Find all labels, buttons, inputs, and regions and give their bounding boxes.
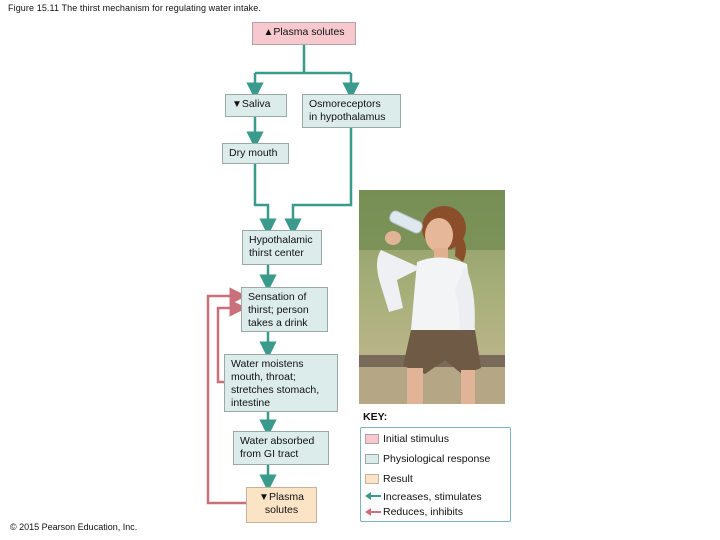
connector-drymouth-hypo (253, 164, 277, 236)
inhibit-plasma-sensation (206, 287, 247, 505)
box-plasma-solutes-increase: ▲Plasma solutes (252, 22, 356, 45)
box-water-moistens: Water moistens mouth, throat; stretches … (224, 354, 338, 412)
box-label: thirst; person (248, 304, 309, 316)
box-label: stretches stomach, (231, 384, 320, 396)
inhibit-moistens-sensation (216, 299, 247, 384)
box-label: mouth, throat; (231, 371, 296, 383)
box-plasma-solutes-decrease: ▼Plasma solutes (246, 487, 317, 523)
box-saliva-decrease: ▼Saliva (225, 94, 287, 117)
legend-arrows (365, 492, 381, 516)
box-label: Saliva (241, 98, 271, 110)
connector-plasma-split (255, 45, 351, 75)
legend-label: Physiological response (383, 453, 491, 465)
box-label: intestine (231, 397, 271, 409)
figure-caption: Figure 15.11 The thirst mechanism for re… (8, 3, 261, 13)
decrease-arrow-icon: ▼ (259, 492, 269, 503)
box-label: takes a drink (248, 317, 308, 329)
box-label: Dry mouth (229, 147, 278, 159)
legend-title: KEY: (361, 411, 390, 423)
legend-label: Result (383, 473, 413, 485)
photo-woman-drinking (359, 190, 505, 404)
legend-box: Initial stimulus Physiological response … (360, 427, 511, 522)
legend-label: Increases, stimulates (383, 491, 482, 503)
swatch-result (365, 474, 379, 484)
decrease-arrow-icon: ▼ (232, 99, 242, 110)
box-dry-mouth: Dry mouth (222, 143, 289, 164)
connector-osmo-hypo (284, 128, 353, 236)
swatch-initial-stimulus (365, 434, 379, 444)
box-label: Osmoreceptors (309, 98, 381, 110)
box-hypothalamic-thirst-center: Hypothalamic thirst center (242, 230, 322, 265)
box-label: Plasma solutes (273, 26, 345, 38)
box-label: Sensation of (248, 291, 307, 303)
box-osmoreceptors: Osmoreceptors in hypothalamus (302, 94, 401, 128)
woman-drinking-illustration (359, 190, 505, 404)
legend-label: Initial stimulus (383, 433, 449, 445)
box-sensation-of-thirst: Sensation of thirst; person takes a drin… (241, 287, 328, 332)
box-water-absorbed: Water absorbed from GI tract (233, 431, 329, 465)
box-label: in hypothalamus (309, 111, 386, 123)
increase-arrow-icon: ▲ (263, 27, 274, 38)
box-label: Hypothalamic (249, 234, 313, 246)
box-label: solutes (264, 504, 299, 516)
box-label: Water moistens (231, 358, 304, 370)
box-label: Water absorbed (240, 435, 315, 447)
box-label: from GI tract (240, 448, 299, 460)
legend-label: Reduces, inhibits (383, 506, 463, 518)
swatch-physiological-response (365, 454, 379, 464)
copyright-notice: © 2015 Pearson Education, Inc. (10, 522, 138, 532)
box-label: Plasma (268, 491, 304, 503)
box-label: thirst center (249, 247, 304, 259)
